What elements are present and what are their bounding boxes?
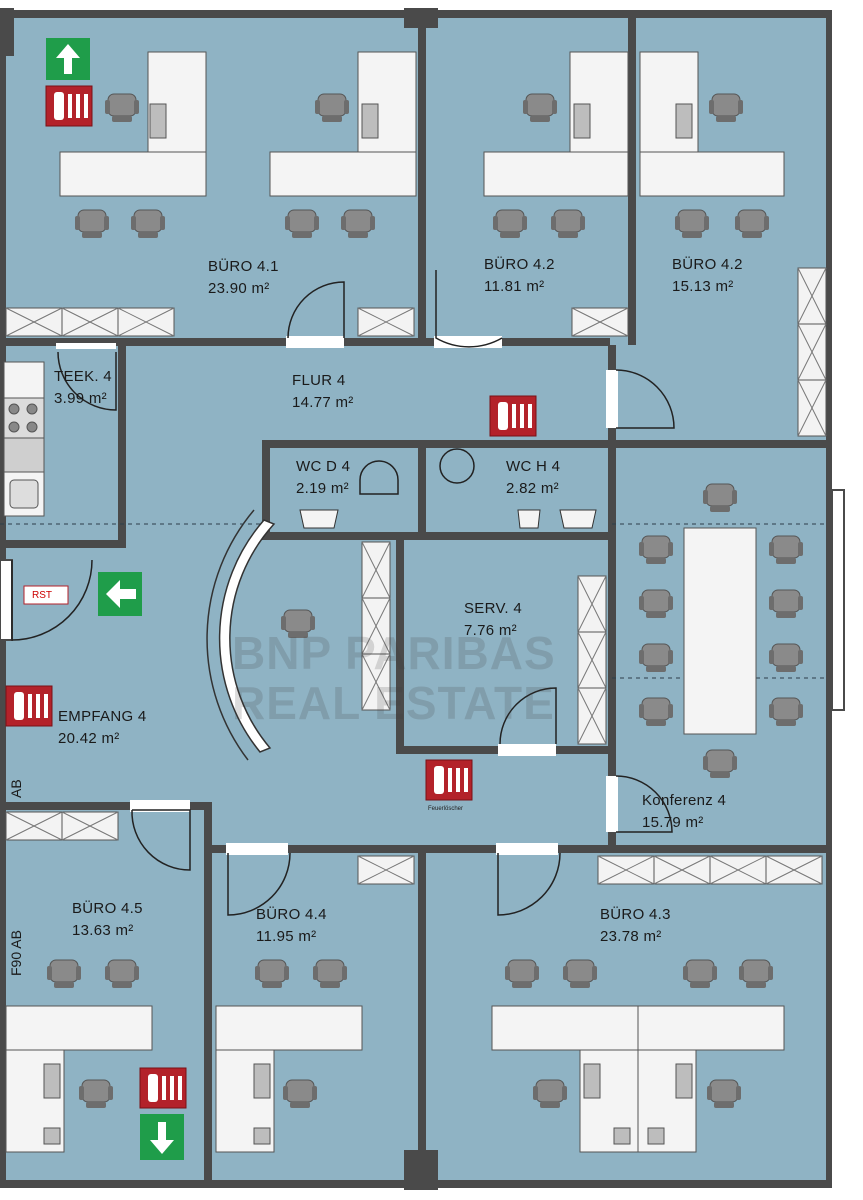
room-label-buero-4-5: BÜRO 4.5 13.63 m² <box>72 898 143 942</box>
room-name: BÜRO 4.5 <box>72 900 143 917</box>
room-label-flur-4: FLUR 4 14.77 m² <box>292 370 354 414</box>
room-area: 3.99 m² <box>54 390 107 407</box>
room-name: BÜRO 4.2 <box>484 256 555 273</box>
room-label-empfang-4: EMPFANG 4 20.42 m² <box>58 706 147 750</box>
room-area: 11.81 m² <box>484 278 545 295</box>
room-label-buero-4-2b: BÜRO 4.2 15.13 m² <box>672 254 743 298</box>
room-name: WC H 4 <box>506 458 561 475</box>
room-name: Konferenz 4 <box>642 792 727 809</box>
room-label-wc-h-4: WC H 4 2.82 m² <box>506 456 560 500</box>
room-label-buero-4-2a: BÜRO 4.2 11.81 m² <box>484 254 555 298</box>
room-label-buero-4-1: BÜRO 4.1 23.90 m² <box>208 256 279 300</box>
room-name: BÜRO 4.4 <box>256 906 327 923</box>
room-name: BÜRO 4.1 <box>208 258 279 275</box>
room-area: 20.42 m² <box>58 730 120 747</box>
room-area: 11.95 m² <box>256 928 317 945</box>
room-name: EMPFANG 4 <box>58 708 147 725</box>
room-label-wc-d-4: WC D 4 2.19 m² <box>296 456 350 500</box>
room-area: 23.78 m² <box>600 928 662 945</box>
rst-label: RST <box>32 590 52 601</box>
room-area: 15.13 m² <box>672 278 734 295</box>
room-area: 15.79 m² <box>642 814 704 831</box>
room-name: BÜRO 4.3 <box>600 906 671 923</box>
room-label-buero-4-4: BÜRO 4.4 11.95 m² <box>256 904 327 948</box>
room-name: BÜRO 4.2 <box>672 256 743 273</box>
room-label-serv-4: SERV. 4 7.76 m² <box>464 598 522 642</box>
fire-extinguisher-caption: Feuerlöscher <box>428 806 464 812</box>
room-name: WC D 4 <box>296 458 351 475</box>
room-name: SERV. 4 <box>464 600 522 617</box>
room-area: 2.82 m² <box>506 480 559 497</box>
room-name: FLUR 4 <box>292 372 346 389</box>
f90ab-label: F90 AB <box>8 930 24 976</box>
watermark-line-2: REAL ESTATE <box>232 677 555 729</box>
ab-label: AB <box>8 779 24 798</box>
room-area: 14.77 m² <box>292 394 354 411</box>
watermark-line-1: BNP PARIBAS <box>232 627 556 679</box>
room-name: TEEK. 4 <box>54 368 112 385</box>
room-label-teek-4: TEEK. 4 3.99 m² <box>54 366 112 410</box>
room-area: 2.19 m² <box>296 480 349 497</box>
room-area: 23.90 m² <box>208 280 270 297</box>
room-label-konferenz-4: Konferenz 4 15.79 m² <box>642 790 726 834</box>
room-label-buero-4-3: BÜRO 4.3 23.78 m² <box>600 904 671 948</box>
room-area: 13.63 m² <box>72 922 134 939</box>
room-area: 7.76 m² <box>464 622 517 639</box>
